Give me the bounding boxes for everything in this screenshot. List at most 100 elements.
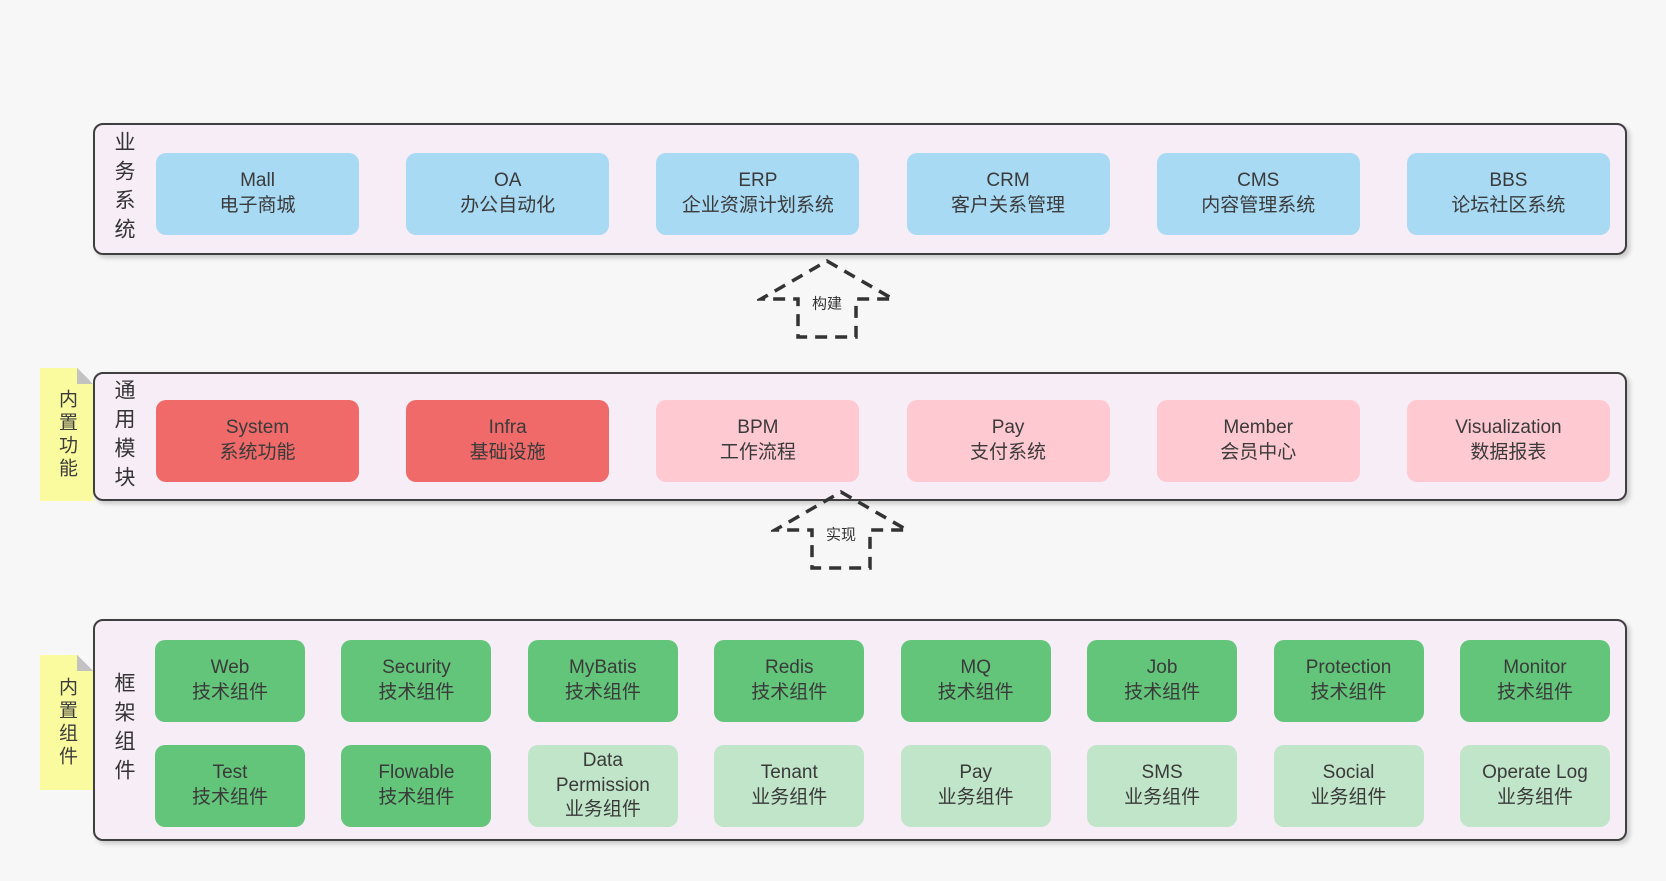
box-visualization: Visualization 数据报表 (1406, 400, 1610, 482)
box-mybatis: MyBatis 技术组件 (527, 640, 678, 722)
box-subtitle: 技术组件 (751, 682, 828, 703)
box-data-permission: Data Permission 业务组件 (527, 745, 678, 827)
box-title: Member (1223, 417, 1294, 439)
box-subtitle: 企业资源计划系统 (681, 195, 834, 216)
box-subtitle: 技术组件 (378, 787, 455, 808)
box-title: Pay (959, 762, 993, 784)
common-modules-row: System 系统功能 Infra 基础设施 BPM 工作流程 Pay 支付系统… (156, 400, 1610, 482)
box-title: Infra (488, 417, 527, 439)
box-flowable: Flowable 技术组件 (341, 745, 492, 827)
panel-framework-components: 框架组件 Web 技术组件 Security 技术组件 MyBatis 技术组件… (93, 619, 1627, 841)
box-subtitle: 技术组件 (191, 787, 268, 808)
box-subtitle: 工作流程 (719, 442, 796, 463)
box-subtitle: 业务组件 (1124, 787, 1201, 808)
box-title: Flowable (378, 762, 455, 784)
up-arrow-icon (771, 489, 911, 570)
box-title: Web (210, 657, 250, 679)
box-subtitle: 数据报表 (1470, 442, 1547, 463)
panel-business-systems: 业务系统 Mall 电子商城 OA 办公自动化 ERP 企业资源计划系统 CRM… (93, 123, 1627, 255)
box-title: SMS (1141, 762, 1183, 784)
box-title: BBS (1489, 170, 1528, 192)
box-crm: CRM 客户关系管理 (906, 153, 1110, 235)
box-subtitle: 技术组件 (191, 682, 268, 703)
box-sms: SMS 业务组件 (1087, 745, 1238, 827)
box-subtitle: 技术组件 (1310, 682, 1387, 703)
box-subtitle: 客户关系管理 (951, 195, 1066, 216)
box-subtitle: 内容管理系统 (1201, 195, 1316, 216)
box-subtitle: 业务组件 (751, 787, 828, 808)
box-oa: OA 办公自动化 (406, 153, 610, 235)
box-web: Web 技术组件 (155, 640, 305, 722)
box-redis: Redis 技术组件 (714, 640, 865, 722)
box-title: Test (212, 762, 248, 784)
sticky-note-built-in-components: 内置组件 (40, 655, 93, 790)
box-subtitle: 业务组件 (1496, 787, 1573, 808)
business-systems-row: Mall 电子商城 OA 办公自动化 ERP 企业资源计划系统 CRM 客户关系… (156, 153, 1610, 235)
panel-title: 通用模块 (112, 378, 135, 495)
box-subtitle: 论坛社区系统 (1451, 195, 1566, 216)
arrow-build-label: 构建 (808, 291, 846, 315)
box-title: Visualization (1455, 417, 1562, 439)
arrow-build: 构建 (757, 257, 897, 341)
framework-row-2: Test 技术组件 Flowable 技术组件 Data Permission … (155, 745, 1610, 827)
box-title: MyBatis (569, 657, 637, 679)
box-subtitle: 技术组件 (1124, 682, 1201, 703)
box-title: Tenant (760, 762, 818, 784)
box-title: Data Permission (555, 749, 650, 796)
box-title: Security (382, 657, 451, 679)
box-pay: Pay 支付系统 (906, 400, 1110, 482)
box-bpm: BPM 工作流程 (656, 400, 860, 482)
box-cms: CMS 内容管理系统 (1156, 153, 1360, 235)
box-title: Operate Log (1482, 762, 1588, 784)
box-tenant: Tenant 业务组件 (714, 745, 865, 827)
box-mq: MQ 技术组件 (900, 640, 1051, 722)
box-test: Test 技术组件 (155, 745, 305, 827)
box-title: Job (1146, 657, 1178, 679)
sticky-note-built-in-features: 内置功能 (40, 368, 93, 501)
framework-row-1: Web 技术组件 Security 技术组件 MyBatis 技术组件 Redi… (155, 640, 1610, 722)
box-title: OA (493, 170, 522, 192)
up-arrow-icon (757, 258, 897, 339)
box-title: BPM (737, 417, 779, 439)
box-subtitle: 技术组件 (378, 682, 455, 703)
box-title: Pay (991, 417, 1025, 439)
box-subtitle: 基础设施 (469, 442, 546, 463)
arrow-implement: 实现 (771, 488, 911, 572)
box-subtitle: 电子商城 (219, 195, 296, 216)
box-title: Redis (764, 657, 814, 679)
panel-title: 业务系统 (112, 131, 135, 247)
box-job: Job 技术组件 (1087, 640, 1238, 722)
box-title: CRM (986, 170, 1030, 192)
box-title: ERP (738, 170, 778, 192)
sticky-note-label: 内置组件 (56, 676, 77, 769)
box-title: Social (1322, 762, 1375, 784)
panel-common-modules: 通用模块 System 系统功能 Infra 基础设施 BPM 工作流程 Pay… (93, 372, 1627, 501)
box-subtitle: 会员中心 (1220, 442, 1297, 463)
box-protection: Protection 技术组件 (1273, 640, 1424, 722)
box-subtitle: 技术组件 (937, 682, 1014, 703)
box-system: System 系统功能 (156, 400, 359, 482)
box-subtitle: 技术组件 (1496, 682, 1573, 703)
box-title: MQ (960, 657, 991, 679)
box-security: Security 技术组件 (341, 640, 492, 722)
box-subtitle: 系统功能 (219, 442, 296, 463)
panel-title: 框架组件 (112, 672, 135, 788)
box-subtitle: 业务组件 (1310, 787, 1387, 808)
box-subtitle: 业务组件 (937, 787, 1014, 808)
box-bbs: BBS 论坛社区系统 (1406, 153, 1610, 235)
sticky-note-label: 内置功能 (56, 388, 77, 481)
box-monitor: Monitor 技术组件 (1459, 640, 1610, 722)
box-mall: Mall 电子商城 (156, 153, 359, 235)
box-subtitle: 业务组件 (564, 799, 641, 821)
box-title: Protection (1305, 657, 1392, 679)
box-operate-log: Operate Log 业务组件 (1459, 745, 1610, 827)
box-pay-biz: Pay 业务组件 (900, 745, 1051, 827)
box-subtitle: 支付系统 (970, 442, 1047, 463)
box-subtitle: 技术组件 (564, 682, 641, 703)
box-infra: Infra 基础设施 (406, 400, 610, 482)
box-social: Social 业务组件 (1273, 745, 1424, 827)
box-subtitle: 办公自动化 (460, 195, 556, 216)
box-title: Mall (240, 170, 275, 192)
box-erp: ERP 企业资源计划系统 (656, 153, 860, 235)
box-title: CMS (1237, 170, 1280, 192)
